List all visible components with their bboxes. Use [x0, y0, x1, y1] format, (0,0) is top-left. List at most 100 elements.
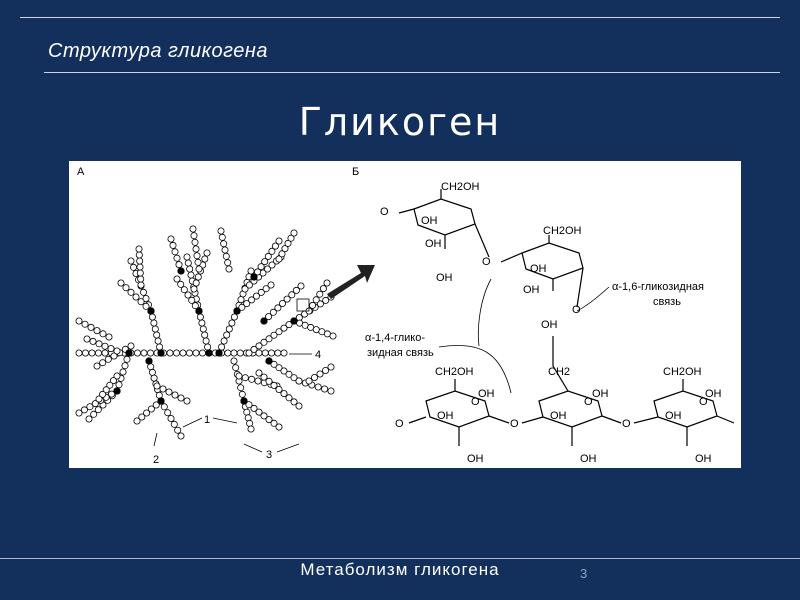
- glucose-bead: [245, 349, 253, 357]
- branch-point-dot: [233, 307, 241, 315]
- glucose-bead: [81, 320, 89, 328]
- oh-label-12: OH: [705, 388, 722, 400]
- ch2oh-label-1: CH2OH: [441, 181, 480, 193]
- glucose-bead: [275, 385, 283, 393]
- branch-point-dot: [145, 357, 153, 365]
- glucose-bead: [88, 349, 96, 357]
- glucose-bead: [85, 415, 93, 423]
- glucose-bead: [224, 349, 232, 357]
- glucose-bead: [188, 296, 196, 304]
- glucose-bead: [148, 368, 156, 376]
- glucose-bead: [140, 349, 148, 357]
- glucose-bead: [180, 286, 188, 294]
- glucose-bead: [184, 291, 192, 299]
- glucose-bead: [269, 308, 277, 316]
- panel-b-label: Б: [352, 166, 359, 178]
- glucose-bead: [245, 401, 253, 409]
- glucose-bead: [91, 400, 99, 408]
- glucose-bead: [95, 340, 103, 348]
- glucose-bead: [309, 301, 317, 309]
- oh-label-8: OH: [550, 410, 567, 422]
- panel-a-label: А: [77, 166, 85, 178]
- glucose-bead: [280, 367, 288, 375]
- ring-o-1: O: [471, 396, 480, 408]
- glucose-bead: [94, 406, 102, 414]
- glucose-bead: [263, 265, 271, 273]
- glucose-bead: [250, 345, 258, 353]
- ch2oh-label-4: CH2OH: [663, 366, 702, 378]
- glucose-bead: [90, 410, 98, 418]
- glucose-bead: [280, 390, 288, 398]
- oh-label-15: OH: [695, 453, 712, 465]
- glucose-bead: [275, 423, 283, 431]
- glucose-bead: [238, 390, 246, 398]
- branch-point-dot: [265, 357, 273, 365]
- o-label-r2: O: [510, 418, 519, 430]
- glucose-bead: [297, 282, 305, 290]
- glucose-bead: [204, 343, 212, 351]
- glucose-bead: [83, 335, 91, 343]
- glucose-bead: [198, 319, 206, 327]
- glucose-bead: [305, 377, 313, 385]
- callout-3: 3: [266, 449, 272, 461]
- glucose-bead: [283, 295, 291, 303]
- glucose-bead: [127, 342, 135, 350]
- glucose-bead: [75, 317, 83, 325]
- glucose-bead: [290, 398, 298, 406]
- glucose-bead: [225, 325, 233, 333]
- glucose-bead: [194, 258, 202, 266]
- glucose-bead: [150, 374, 158, 382]
- bond-arrows: [438, 278, 610, 394]
- glucose-bead: [177, 432, 185, 440]
- glucose-bead: [220, 240, 228, 248]
- glucose-bead: [285, 370, 293, 378]
- glucose-bead: [295, 377, 303, 385]
- oh-label-9: OH: [665, 410, 682, 422]
- glucose-bead: [255, 408, 263, 416]
- glucose-bead: [257, 263, 265, 271]
- glucose-bead: [316, 370, 324, 378]
- glucose-bead: [232, 364, 240, 372]
- glucose-bead: [119, 368, 127, 376]
- glucose-rings: [398, 189, 735, 446]
- branch-point-dot: [113, 387, 121, 395]
- glucose-bead: [89, 337, 97, 345]
- branch-point-dot: [250, 273, 258, 281]
- glucose-bead: [275, 255, 283, 263]
- glucose-bead: [261, 349, 269, 357]
- glucose-bead: [225, 265, 233, 273]
- glucose-bead: [115, 381, 123, 389]
- glucose-bead: [312, 296, 320, 304]
- glucose-bead: [137, 281, 145, 289]
- glucose-bead: [174, 426, 182, 434]
- glucose-bead: [274, 349, 282, 357]
- glucose-bead: [143, 409, 151, 417]
- oh-label-5: OH: [523, 284, 540, 296]
- glucose-bead: [190, 285, 198, 293]
- glucose-bead: [275, 328, 283, 336]
- branch-point-dot: [147, 307, 155, 315]
- glucose-bead: [260, 412, 268, 420]
- callout-2: 2: [153, 454, 159, 466]
- glucose-bead: [265, 335, 273, 343]
- zoom-arrow: [327, 265, 375, 299]
- glucose-bead: [130, 263, 138, 271]
- glucose-bead: [230, 313, 238, 321]
- glucose-bead: [217, 227, 225, 235]
- glucose-bead: [153, 382, 161, 390]
- glucose-bead: [278, 299, 286, 307]
- glucose-bead: [280, 349, 288, 357]
- ring-o-3: O: [699, 396, 708, 408]
- glucose-bead: [248, 296, 256, 304]
- glucose-bead: [192, 245, 200, 253]
- glucose-bead: [254, 268, 262, 276]
- glucose-bead: [173, 254, 181, 262]
- glucose-bead: [194, 273, 202, 281]
- glucose-bead: [113, 347, 121, 355]
- glucose-bead: [230, 357, 238, 365]
- ch2-label: CH2: [548, 366, 570, 378]
- glucose-bead: [322, 296, 330, 304]
- glucose-bead: [202, 337, 210, 345]
- glucose-bead: [104, 355, 112, 363]
